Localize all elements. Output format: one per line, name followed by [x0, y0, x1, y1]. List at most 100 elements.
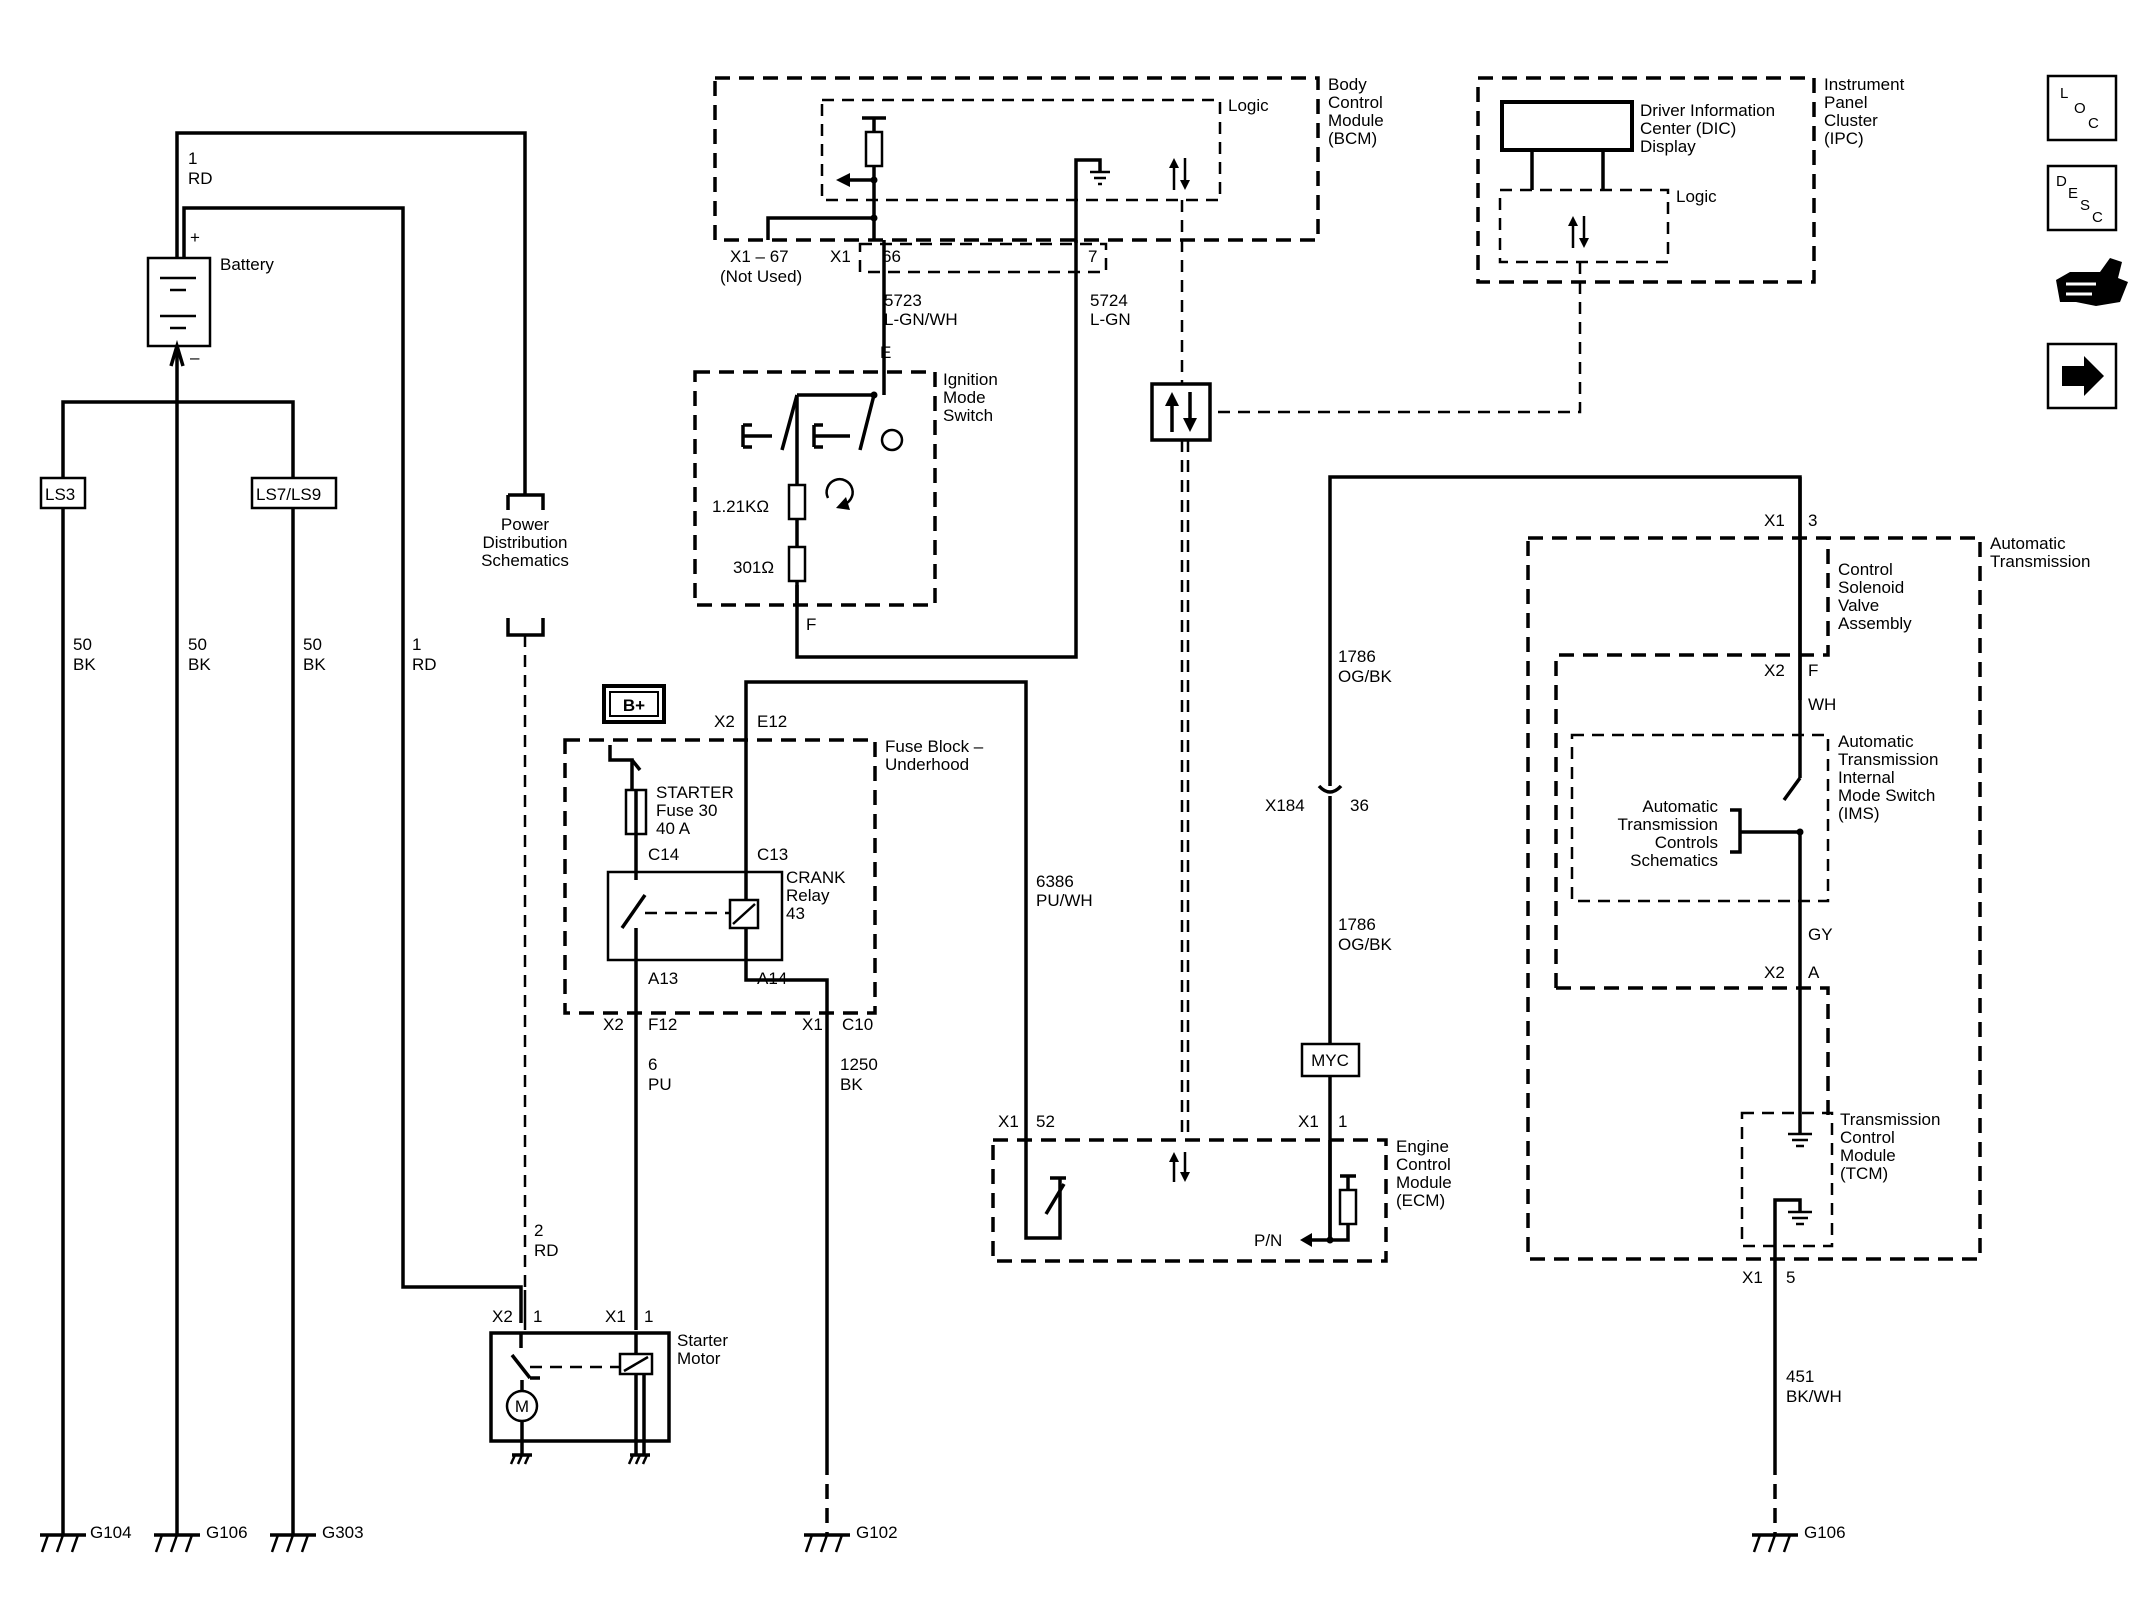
x2-label: X2	[492, 1307, 513, 1326]
dic-line3: Display	[1640, 137, 1696, 156]
battery-label: Battery	[220, 255, 274, 274]
wire-num: 6	[648, 1055, 657, 1074]
pin-1: 1	[644, 1307, 653, 1326]
tcm-line3: Module	[1840, 1146, 1896, 1165]
csva-line3: Valve	[1838, 596, 1879, 615]
ecm-outline	[991, 1138, 1388, 1263]
rotate-icon	[825, 477, 854, 507]
wire-color: RD	[412, 655, 437, 674]
desc-d: D	[2056, 173, 2067, 190]
arrow-right-icon[interactable]	[2046, 342, 2118, 410]
pin-c13: C13	[757, 845, 788, 864]
wire-num: 50	[73, 635, 92, 654]
ims-line5: (IMS)	[1838, 804, 1880, 823]
trans-name2: Transmission	[1990, 552, 2090, 571]
ipc-logic-label: Logic	[1676, 187, 1717, 206]
x1-67-label: X1 – 67	[730, 247, 789, 266]
loc-button[interactable]: L O C	[2046, 74, 2118, 142]
wire-color: BK/WH	[1786, 1387, 1842, 1406]
x1-label: X1	[802, 1015, 823, 1034]
ipc-name-line1: Instrument	[1824, 75, 1905, 94]
controls-line1: Automatic	[1642, 797, 1718, 816]
ims-line4: Mode Switch	[1838, 786, 1935, 805]
controls-line2: Transmission	[1618, 815, 1718, 834]
bplus-label: B+	[623, 696, 645, 715]
wire-color: BK	[303, 655, 326, 674]
ground-label-g102: G102	[856, 1523, 898, 1542]
ecm-name3: Module	[1396, 1173, 1452, 1192]
x1-label: X1	[605, 1307, 626, 1326]
ignition-name-line3: Switch	[943, 406, 993, 425]
dic-line1: Driver Information	[1640, 101, 1775, 120]
x184-label: X184	[1265, 796, 1305, 815]
wire-gy: GY	[1808, 925, 1833, 944]
ground-label-g303: G303	[322, 1523, 364, 1542]
ecm-name1: Engine	[1396, 1137, 1449, 1156]
wire-color: BK	[188, 655, 211, 674]
power-dist-line1: Power	[501, 515, 550, 534]
ls3-label: LS3	[45, 485, 75, 504]
ground-label-g104: G104	[90, 1523, 132, 1542]
ipc-logic-box	[1498, 188, 1670, 264]
relay-line3: 43	[786, 904, 805, 923]
bcm-name-line4: (BCM)	[1328, 129, 1377, 148]
pn-label: P/N	[1254, 1231, 1282, 1250]
bcm-outline	[713, 76, 1320, 242]
ecm-name4: (ECM)	[1396, 1191, 1445, 1210]
power-distribution-reference[interactable]: Power Distribution Schematics	[481, 493, 569, 1330]
controls-bracket	[1730, 808, 1800, 854]
connector-hand-icon[interactable]	[2056, 258, 2128, 306]
bcm-name-line1: Body	[1328, 75, 1367, 94]
battery-section: + – Battery 1 RD LS3 LS7/LS9 50 BK 50 BK…	[39, 131, 527, 1535]
wire-num: 1	[412, 635, 421, 654]
input-arrow-icon	[836, 173, 850, 187]
wire-num: 6386	[1036, 872, 1074, 891]
ground-wire-g303	[177, 400, 295, 1535]
fuse-line1: STARTER	[656, 783, 734, 802]
starter-name1: Starter	[677, 1331, 728, 1350]
desc-e: E	[2068, 185, 2078, 202]
power-dist-line2: Distribution	[482, 533, 567, 552]
fuse-line3: 40 A	[656, 819, 691, 838]
ecm-name2: Control	[1396, 1155, 1451, 1174]
starter-motor: X2 1 X1 1 Starter Motor M	[489, 1307, 728, 1465]
csva-line2: Solenoid	[1838, 578, 1904, 597]
pin-5: 5	[1786, 1268, 1795, 1287]
loc-c: C	[2088, 115, 2099, 132]
csva-line1: Control	[1838, 560, 1893, 579]
battery-symbol	[146, 256, 212, 348]
pin-f: F	[806, 615, 816, 634]
wire-num: 2	[534, 1221, 543, 1240]
bcm-logic-box	[820, 98, 1222, 202]
wire-1786-top	[1328, 475, 1802, 786]
ground-label-g106: G106	[206, 1523, 248, 1542]
pin-c10: C10	[842, 1015, 873, 1034]
desc-s: S	[2080, 197, 2090, 214]
instrument-panel-cluster: Instrument Panel Cluster (IPC) Driver In…	[1476, 75, 1905, 284]
myc-label: MYC	[1311, 1051, 1349, 1070]
ground-symbol-g303	[270, 1533, 316, 1553]
ls3-box	[39, 476, 87, 510]
dic-display	[1500, 100, 1634, 152]
desc-button[interactable]: D E S C	[2046, 164, 2118, 232]
wire-color: L-GN/WH	[884, 310, 958, 329]
pin-e12: E12	[757, 712, 787, 731]
tcm-line4: (TCM)	[1840, 1164, 1888, 1183]
ipc-name-line4: (IPC)	[1824, 129, 1864, 148]
wire-5724	[795, 240, 1078, 659]
ipc-name-line2: Panel	[1824, 93, 1867, 112]
wire-wh: WH	[1808, 695, 1836, 714]
wire-1-rd-starter	[182, 206, 523, 1323]
ground-label-g106: G106	[1804, 1523, 1846, 1542]
fuse-block-underhood: B+ Fuse Block – Underhood STARTER Fuse 3…	[563, 684, 984, 1034]
x1-label: X1	[830, 247, 851, 266]
x1-label: X1	[1764, 511, 1785, 530]
loc-o: O	[2074, 100, 2086, 117]
bcm-name-line2: Control	[1328, 93, 1383, 112]
pin-f: F	[1808, 661, 1818, 680]
serial-data-splice	[1150, 382, 1212, 442]
relay-line1: CRANK	[786, 868, 846, 887]
wire-1250-bk	[744, 960, 829, 1460]
wire-color: PU	[648, 1075, 672, 1094]
resistor-1210-ohm	[787, 483, 807, 521]
